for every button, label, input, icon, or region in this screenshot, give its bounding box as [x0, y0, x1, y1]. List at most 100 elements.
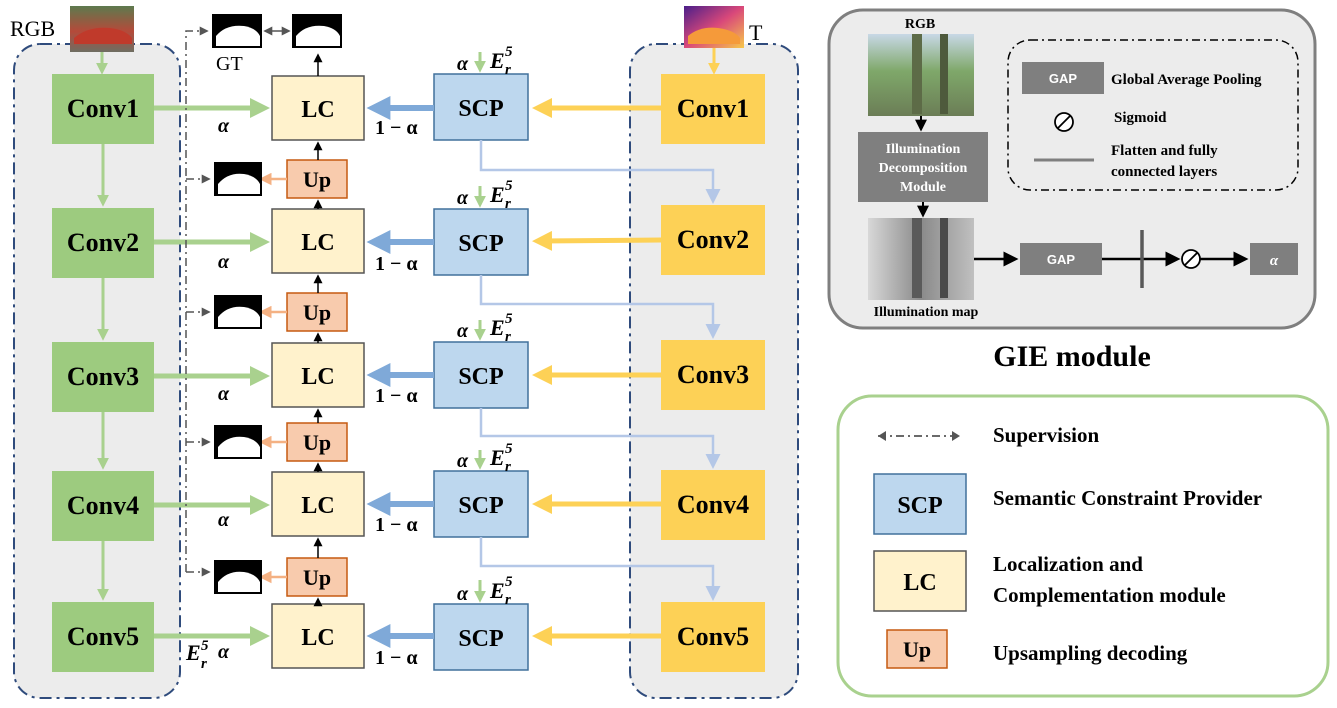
- svg-text:1 − α: 1 − α: [375, 647, 418, 669]
- svg-text:α: α: [218, 641, 230, 663]
- svg-text:E: E: [185, 640, 201, 665]
- legend-lc-description-line1: Localization and: [993, 552, 1143, 576]
- up-2: Up: [286, 292, 348, 332]
- rgb-conv4: Conv4: [52, 471, 154, 541]
- gap-block: GAP: [1020, 243, 1102, 275]
- svg-text:SCP: SCP: [458, 96, 503, 122]
- svg-text:5: 5: [505, 574, 513, 590]
- rgb-conv5: Conv5: [52, 602, 154, 672]
- svg-text:5: 5: [505, 441, 513, 457]
- illumination-map-label: Illumination map: [874, 305, 979, 320]
- svg-text:E: E: [489, 315, 505, 340]
- svg-text:Conv1: Conv1: [677, 94, 749, 123]
- svg-text:α: α: [218, 383, 230, 405]
- svg-text:α: α: [218, 509, 230, 531]
- svg-text:r: r: [505, 196, 511, 212]
- svg-text:1 − α: 1 − α: [375, 385, 418, 407]
- rgb-conv2: Conv2: [52, 208, 154, 278]
- svg-text:α: α: [457, 53, 469, 75]
- rgb-input-label: RGB: [10, 16, 55, 41]
- svg-text:α: α: [457, 320, 469, 342]
- legend-lc-box: LC: [873, 550, 967, 612]
- scp-to-lc-arrows: [366, 96, 434, 648]
- svg-text:LC: LC: [301, 625, 334, 651]
- lc-1: LC: [271, 75, 365, 141]
- one-minus-alpha-labels: 1 − α 1 − α 1 − α 1 − α 1 − α: [375, 117, 418, 669]
- svg-text:SCP: SCP: [458, 364, 503, 390]
- svg-text:SCP: SCP: [897, 493, 942, 519]
- up-to-mask-arrows: [259, 172, 287, 584]
- gap-description: Global Average Pooling: [1111, 72, 1262, 88]
- svg-text:Up: Up: [303, 430, 331, 455]
- svg-text:Up: Up: [303, 167, 331, 192]
- up-1: Up: [286, 159, 348, 199]
- svg-text:LC: LC: [301, 493, 334, 519]
- scp-1: SCP: [433, 73, 529, 141]
- svg-text:5: 5: [201, 638, 209, 654]
- svg-text:α: α: [1270, 253, 1279, 269]
- svg-text:Conv4: Conv4: [67, 491, 139, 520]
- lc-4: LC: [271, 471, 365, 537]
- thermal-conv4: Conv4: [661, 470, 765, 540]
- svg-text:E: E: [489, 445, 505, 470]
- prediction-mask-top: [292, 14, 342, 48]
- legend-supervision-icon: [878, 431, 960, 441]
- svg-text:LC: LC: [301, 230, 334, 256]
- svg-text:Up: Up: [903, 637, 931, 662]
- svg-text:r: r: [505, 329, 511, 345]
- fc-description-line2: connected layers: [1111, 164, 1217, 180]
- up-3: Up: [286, 422, 348, 462]
- thermal-conv2: Conv2: [661, 205, 765, 275]
- lc-2: LC: [271, 208, 365, 274]
- svg-text:r: r: [505, 459, 511, 475]
- svg-text:SCP: SCP: [458, 626, 503, 652]
- fc-description-line1: Flatten and fully: [1111, 143, 1218, 159]
- svg-text:5: 5: [505, 311, 513, 327]
- thermal-conv3: Conv3: [661, 340, 765, 410]
- svg-text:Module: Module: [900, 180, 946, 195]
- gie-inner-legend: [1007, 39, 1299, 191]
- svg-text:Conv2: Conv2: [677, 225, 749, 254]
- svg-text:1 − α: 1 − α: [375, 514, 418, 536]
- svg-text:Illumination: Illumination: [886, 142, 961, 157]
- svg-text:E: E: [489, 182, 505, 207]
- scp-4: SCP: [433, 470, 529, 538]
- legend-panel: [836, 394, 1330, 698]
- thermal-input-image: [684, 6, 744, 48]
- svg-text:α: α: [218, 115, 230, 137]
- svg-text:Conv5: Conv5: [67, 622, 139, 651]
- svg-text:5: 5: [505, 178, 513, 194]
- legend-supervision-label: Supervision: [993, 423, 1100, 447]
- legend-gap: GAP: [1022, 62, 1104, 94]
- scp-2: SCP: [433, 208, 529, 276]
- svg-text:SCP: SCP: [458, 493, 503, 519]
- thermal-input-label: T: [749, 20, 763, 45]
- svg-text:Conv3: Conv3: [677, 360, 749, 389]
- illumination-map-image: [868, 218, 974, 300]
- sigmoid-description: Sigmoid: [1114, 110, 1167, 126]
- svg-text:LC: LC: [301, 364, 334, 390]
- svg-text:Conv5: Conv5: [677, 622, 749, 651]
- thermal-conv5: Conv5: [661, 602, 765, 672]
- svg-text:α: α: [457, 583, 469, 605]
- svg-text:LC: LC: [301, 97, 334, 123]
- svg-text:α: α: [457, 187, 469, 209]
- up-4: Up: [286, 557, 348, 597]
- svg-text:α: α: [457, 450, 469, 472]
- svg-text:Up: Up: [303, 565, 331, 590]
- thermal-conv1: Conv1: [661, 74, 765, 144]
- thermal-to-scp-arrows: [532, 98, 662, 646]
- svg-text:GAP: GAP: [1049, 71, 1078, 86]
- svg-text:5: 5: [505, 44, 513, 60]
- svg-text:GAP: GAP: [1047, 252, 1076, 267]
- scp-input-labels: α E 5 r α E 5 r α E 5 r α E 5 r α E 5 r: [457, 44, 513, 608]
- gt-label: GT: [216, 53, 243, 75]
- side-masks: [214, 162, 262, 594]
- svg-text:LC: LC: [903, 570, 936, 596]
- svg-text:Up: Up: [303, 300, 331, 325]
- svg-text:1 − α: 1 − α: [375, 117, 418, 139]
- svg-text:r: r: [505, 62, 511, 78]
- svg-text:E: E: [489, 578, 505, 603]
- svg-text:Conv1: Conv1: [67, 94, 139, 123]
